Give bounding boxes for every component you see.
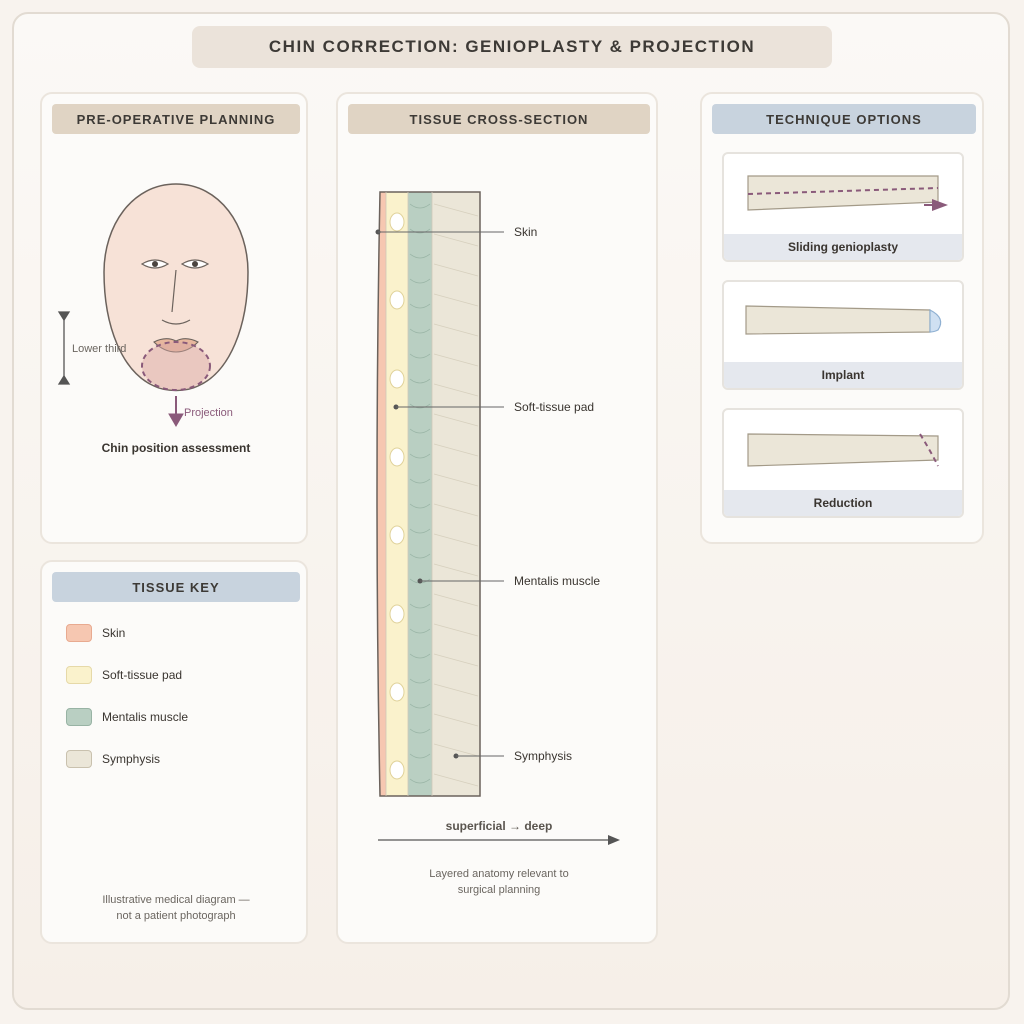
lower-third-arrow (57, 311, 71, 385)
reduction-cut-line (919, 433, 939, 467)
bone-swatch (66, 750, 92, 768)
muscle-swatch (66, 708, 92, 726)
bone-hatching (433, 203, 479, 787)
symphysis-layer (432, 192, 480, 796)
caption-line-1: Layered anatomy relevant to (429, 868, 569, 880)
key-label: Mentalis muscle (102, 710, 189, 724)
leader-muscle (417, 578, 504, 584)
sliding-genioplasty-illustration (747, 175, 948, 211)
technique-header: TECHNIQUE OPTIONS (712, 104, 976, 134)
technique-panel: TECHNIQUE OPTIONS Sliding genioplasty Im… (700, 92, 984, 544)
label-skin: Skin (514, 225, 538, 239)
mouth-line (161, 319, 191, 325)
planning-caption: Chin position assessment (101, 441, 251, 455)
cross-section-header: TISSUE CROSS-SECTION (348, 104, 650, 134)
technique-card-reduction[interactable]: Reduction (722, 408, 964, 518)
depth-axis-arrow (378, 835, 620, 845)
lower-third-label: Lower third (72, 343, 127, 355)
key-label: Soft-tissue pad (102, 668, 183, 682)
key-item-soft-tissue-pad: Soft-tissue pad (66, 665, 182, 685)
key-item-symphysis: Symphysis (66, 749, 160, 769)
projection-arrow (168, 396, 184, 427)
projection-label: Projection (184, 407, 233, 419)
technique-label: Implant (724, 362, 962, 388)
leader-symphysis (453, 753, 504, 759)
planning-header: PRE-OPERATIVE PLANNING (52, 104, 300, 134)
disclaimer: Illustrative medical diagram — not a pat… (42, 892, 310, 924)
lips (153, 338, 199, 353)
cross-section-caption: Layered anatomy relevant to surgical pla… (338, 866, 660, 898)
label-mentalis-muscle: Mentalis muscle (514, 574, 601, 588)
face-diagram (57, 183, 249, 427)
implant-shape (929, 309, 942, 333)
skin-swatch (66, 624, 92, 642)
key-item-skin: Skin (66, 623, 125, 643)
cross-section-diagram (375, 191, 620, 845)
cross-section-panel: TISSUE CROSS-SECTION (336, 92, 658, 944)
tissue-key-panel: TISSUE KEY Skin Soft-tissue pad Mentalis… (40, 560, 308, 944)
disclaimer-line-2: not a patient photograph (116, 910, 236, 922)
right-eye (180, 259, 210, 269)
soft-tissue-pad-layer (386, 192, 408, 796)
technique-card-sliding[interactable]: Sliding genioplasty (722, 152, 964, 262)
caption-line-2: surgical planning (457, 884, 541, 896)
key-label: Skin (102, 626, 126, 640)
chin-region (141, 341, 211, 391)
technique-card-implant[interactable]: Implant (722, 280, 964, 390)
leader-skin (375, 229, 504, 235)
page-title: CHIN CORRECTION: GENIOPLASTY & PROJECTIO… (192, 26, 832, 68)
left-eye (140, 259, 170, 269)
planning-panel: PRE-OPERATIVE PLANNING (40, 92, 308, 544)
tissue-key-header: TISSUE KEY (52, 572, 300, 602)
pad-swatch (66, 666, 92, 684)
label-symphysis: Symphysis (514, 749, 573, 763)
implant-illustration (745, 305, 942, 335)
key-item-mentalis-muscle: Mentalis muscle (66, 707, 188, 727)
skin-layer (377, 192, 386, 796)
reduction-illustration (747, 433, 939, 467)
advance-arrow-head (932, 199, 948, 211)
depth-axis-label: superficial → deep (445, 819, 553, 833)
muscle-texture (409, 203, 431, 784)
technique-label: Sliding genioplasty (724, 234, 962, 260)
technique-label: Reduction (724, 490, 962, 516)
label-soft-tissue-pad: Soft-tissue pad (514, 400, 595, 414)
fat-lobules (389, 212, 405, 780)
nose (171, 269, 177, 313)
disclaimer-line-1: Illustrative medical diagram — (102, 894, 250, 906)
leader-pad (393, 404, 504, 410)
section-outline (376, 191, 481, 797)
mentalis-muscle-layer (408, 192, 432, 796)
key-label: Symphysis (102, 752, 161, 766)
